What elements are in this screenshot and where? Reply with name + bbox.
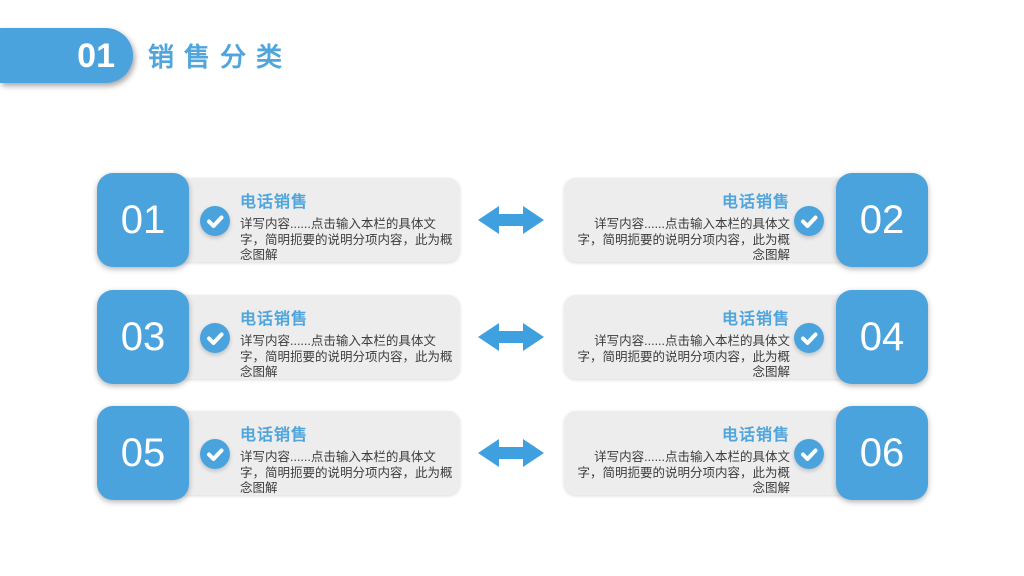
double-arrow-icon <box>478 322 544 352</box>
check-circle-icon <box>200 439 230 469</box>
card-title: 电话销售 <box>721 194 790 211</box>
card-number: 05 <box>120 430 166 475</box>
card-03: 03 电话销售 详写内容......点击输入本栏的具体文字，简明扼要的说明分项内… <box>97 290 461 384</box>
card-description: 详写内容......点击输入本栏的具体文字，简明扼要的说明分项内容，此为概念图解 <box>240 334 453 379</box>
card-description: 详写内容......点击输入本栏的具体文字，简明扼要的说明分项内容，此为概念图解 <box>240 450 453 495</box>
card-number: 06 <box>859 430 905 475</box>
card-04-number-box: 04 <box>836 290 928 384</box>
card-title: 电话销售 <box>240 311 309 328</box>
card-text: 电话销售 详写内容......点击输入本栏的具体文字，简明扼要的说明分项内容，此… <box>240 305 458 381</box>
card-02: 02 电话销售 详写内容......点击输入本栏的具体文字，简明扼要的说明分项内… <box>564 173 928 267</box>
card-01-number-box: 01 <box>97 173 189 267</box>
card-06-number-box: 06 <box>836 406 928 500</box>
card-number: 02 <box>859 197 905 242</box>
card-05: 05 电话销售 详写内容......点击输入本栏的具体文字，简明扼要的说明分项内… <box>97 406 461 500</box>
card-06: 06 电话销售 详写内容......点击输入本栏的具体文字，简明扼要的说明分项内… <box>564 406 928 500</box>
card-title: 电话销售 <box>240 427 309 444</box>
card-text: 电话销售 详写内容......点击输入本栏的具体文字，简明扼要的说明分项内容，此… <box>572 305 790 381</box>
card-number: 04 <box>859 314 905 359</box>
check-circle-icon <box>794 439 824 469</box>
card-title: 电话销售 <box>240 194 309 211</box>
section-number-pill: 01 <box>0 28 133 83</box>
check-circle-icon <box>200 206 230 236</box>
card-title: 电话销售 <box>721 427 790 444</box>
card-text: 电话销售 详写内容......点击输入本栏的具体文字，简明扼要的说明分项内容，此… <box>240 188 458 264</box>
section-number: 01 <box>77 36 115 75</box>
card-03-number-box: 03 <box>97 290 189 384</box>
card-05-number-box: 05 <box>97 406 189 500</box>
double-arrow-icon <box>478 438 544 468</box>
card-number: 03 <box>120 314 166 359</box>
check-circle-icon <box>794 323 824 353</box>
card-text: 电话销售 详写内容......点击输入本栏的具体文字，简明扼要的说明分项内容，此… <box>572 421 790 497</box>
card-description: 详写内容......点击输入本栏的具体文字，简明扼要的说明分项内容，此为概念图解 <box>240 217 453 262</box>
card-description: 详写内容......点击输入本栏的具体文字，简明扼要的说明分项内容，此为概念图解 <box>577 450 790 495</box>
card-04: 04 电话销售 详写内容......点击输入本栏的具体文字，简明扼要的说明分项内… <box>564 290 928 384</box>
card-number: 01 <box>120 197 166 242</box>
card-title: 电话销售 <box>721 311 790 328</box>
check-circle-icon <box>200 323 230 353</box>
double-arrow-icon <box>478 205 544 235</box>
card-description: 详写内容......点击输入本栏的具体文字，简明扼要的说明分项内容，此为概念图解 <box>577 334 790 379</box>
page-title: 销售分类 <box>148 42 293 72</box>
card-text: 电话销售 详写内容......点击输入本栏的具体文字，简明扼要的说明分项内容，此… <box>572 188 790 264</box>
card-02-number-box: 02 <box>836 173 928 267</box>
card-text: 电话销售 详写内容......点击输入本栏的具体文字，简明扼要的说明分项内容，此… <box>240 421 458 497</box>
card-description: 详写内容......点击输入本栏的具体文字，简明扼要的说明分项内容，此为概念图解 <box>577 217 790 262</box>
check-circle-icon <box>794 206 824 236</box>
card-01: 01 电话销售 详写内容......点击输入本栏的具体文字，简明扼要的说明分项内… <box>97 173 461 267</box>
